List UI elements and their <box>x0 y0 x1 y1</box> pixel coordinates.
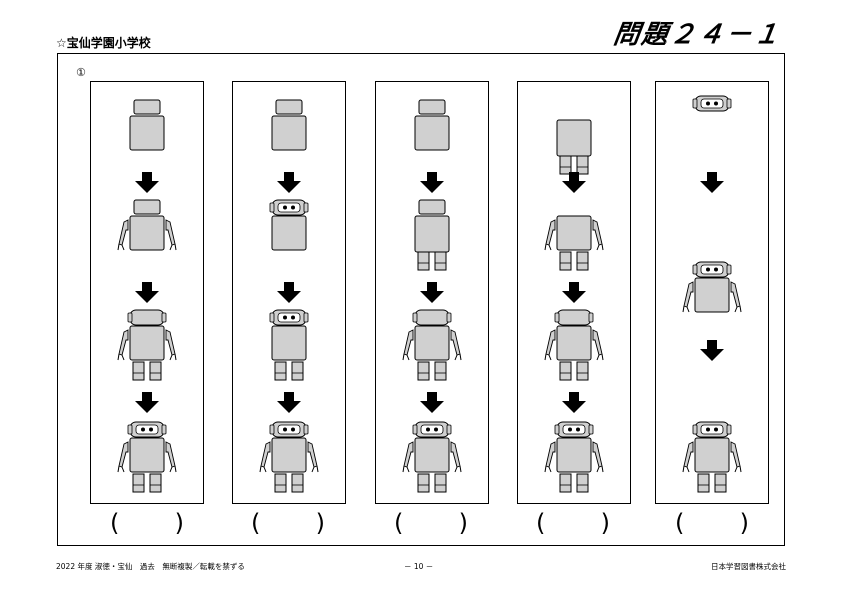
robot-torso <box>414 99 450 151</box>
robot-complete <box>544 421 604 493</box>
question-number: ① <box>76 66 86 79</box>
paren-open: ( <box>394 509 404 537</box>
option-column-2 <box>232 81 346 504</box>
robot-torso-with-legs <box>556 119 592 175</box>
answer-blank-3[interactable]: ( ) <box>394 508 468 538</box>
paren-close: ) <box>739 509 749 537</box>
answer-blank-2[interactable]: ( ) <box>251 508 325 538</box>
arrow-down-icon <box>420 392 444 413</box>
option-column-5 <box>655 81 769 504</box>
robot-with-arms <box>117 199 177 251</box>
paren-close: ) <box>174 509 184 537</box>
school-name: ☆宝仙学園小学校 <box>56 36 151 50</box>
robot-sequence-5 <box>682 95 742 493</box>
robot-sequence-2 <box>259 99 319 493</box>
robot-with-arms <box>682 261 742 313</box>
arrow-down-icon <box>562 172 586 193</box>
robot-head <box>692 95 732 112</box>
paren-open: ( <box>251 509 261 537</box>
problem-title: 問題２４－１ <box>611 20 784 50</box>
arrow-down-icon <box>277 172 301 193</box>
robot-sequence-4 <box>544 119 604 493</box>
robot-with-face <box>269 199 309 251</box>
robot-with-legs <box>414 199 450 271</box>
answer-blank-5[interactable]: ( ) <box>675 508 749 538</box>
option-column-4 <box>517 81 631 504</box>
footer-publisher: 日本学習図書株式会社 <box>711 562 786 571</box>
robot-complete <box>402 421 462 493</box>
arrow-down-icon <box>700 340 724 361</box>
arrow-down-icon <box>420 282 444 303</box>
robot-sequence-1 <box>117 99 177 493</box>
arrow-down-icon <box>135 172 159 193</box>
robot-sequence-3 <box>402 99 462 493</box>
arrow-down-icon <box>562 282 586 303</box>
arrow-down-icon <box>700 172 724 193</box>
option-column-3 <box>375 81 489 504</box>
answer-blank-1[interactable]: ( ) <box>110 508 184 538</box>
page-number: － 10 － <box>404 562 434 571</box>
option-column-1 <box>90 81 204 504</box>
arrow-down-icon <box>420 172 444 193</box>
paren-open: ( <box>675 509 685 537</box>
robot-with-visor <box>544 309 604 381</box>
arrow-down-icon <box>562 392 586 413</box>
robot-torso <box>271 99 307 151</box>
robot-complete <box>117 421 177 493</box>
paren-open: ( <box>536 509 546 537</box>
arrow-down-icon <box>135 282 159 303</box>
robot-with-arms <box>544 215 604 271</box>
robot-with-legs <box>269 309 309 381</box>
robot-with-arms <box>402 309 462 381</box>
robot-complete <box>259 421 319 493</box>
worksheet-frame <box>57 53 785 546</box>
robot-with-legs <box>117 309 177 381</box>
arrow-down-icon <box>277 392 301 413</box>
paren-close: ) <box>458 509 468 537</box>
paren-close: ) <box>315 509 325 537</box>
arrow-down-icon <box>277 282 301 303</box>
footer-copyright: 2022 年度 淑徳・宝仙 過去 無断複製／転載を禁ずる <box>56 562 245 571</box>
paren-close: ) <box>600 509 610 537</box>
arrow-down-icon <box>135 392 159 413</box>
answer-blank-4[interactable]: ( ) <box>536 508 610 538</box>
paren-open: ( <box>110 509 120 537</box>
robot-torso <box>129 99 165 151</box>
robot-complete <box>682 421 742 493</box>
